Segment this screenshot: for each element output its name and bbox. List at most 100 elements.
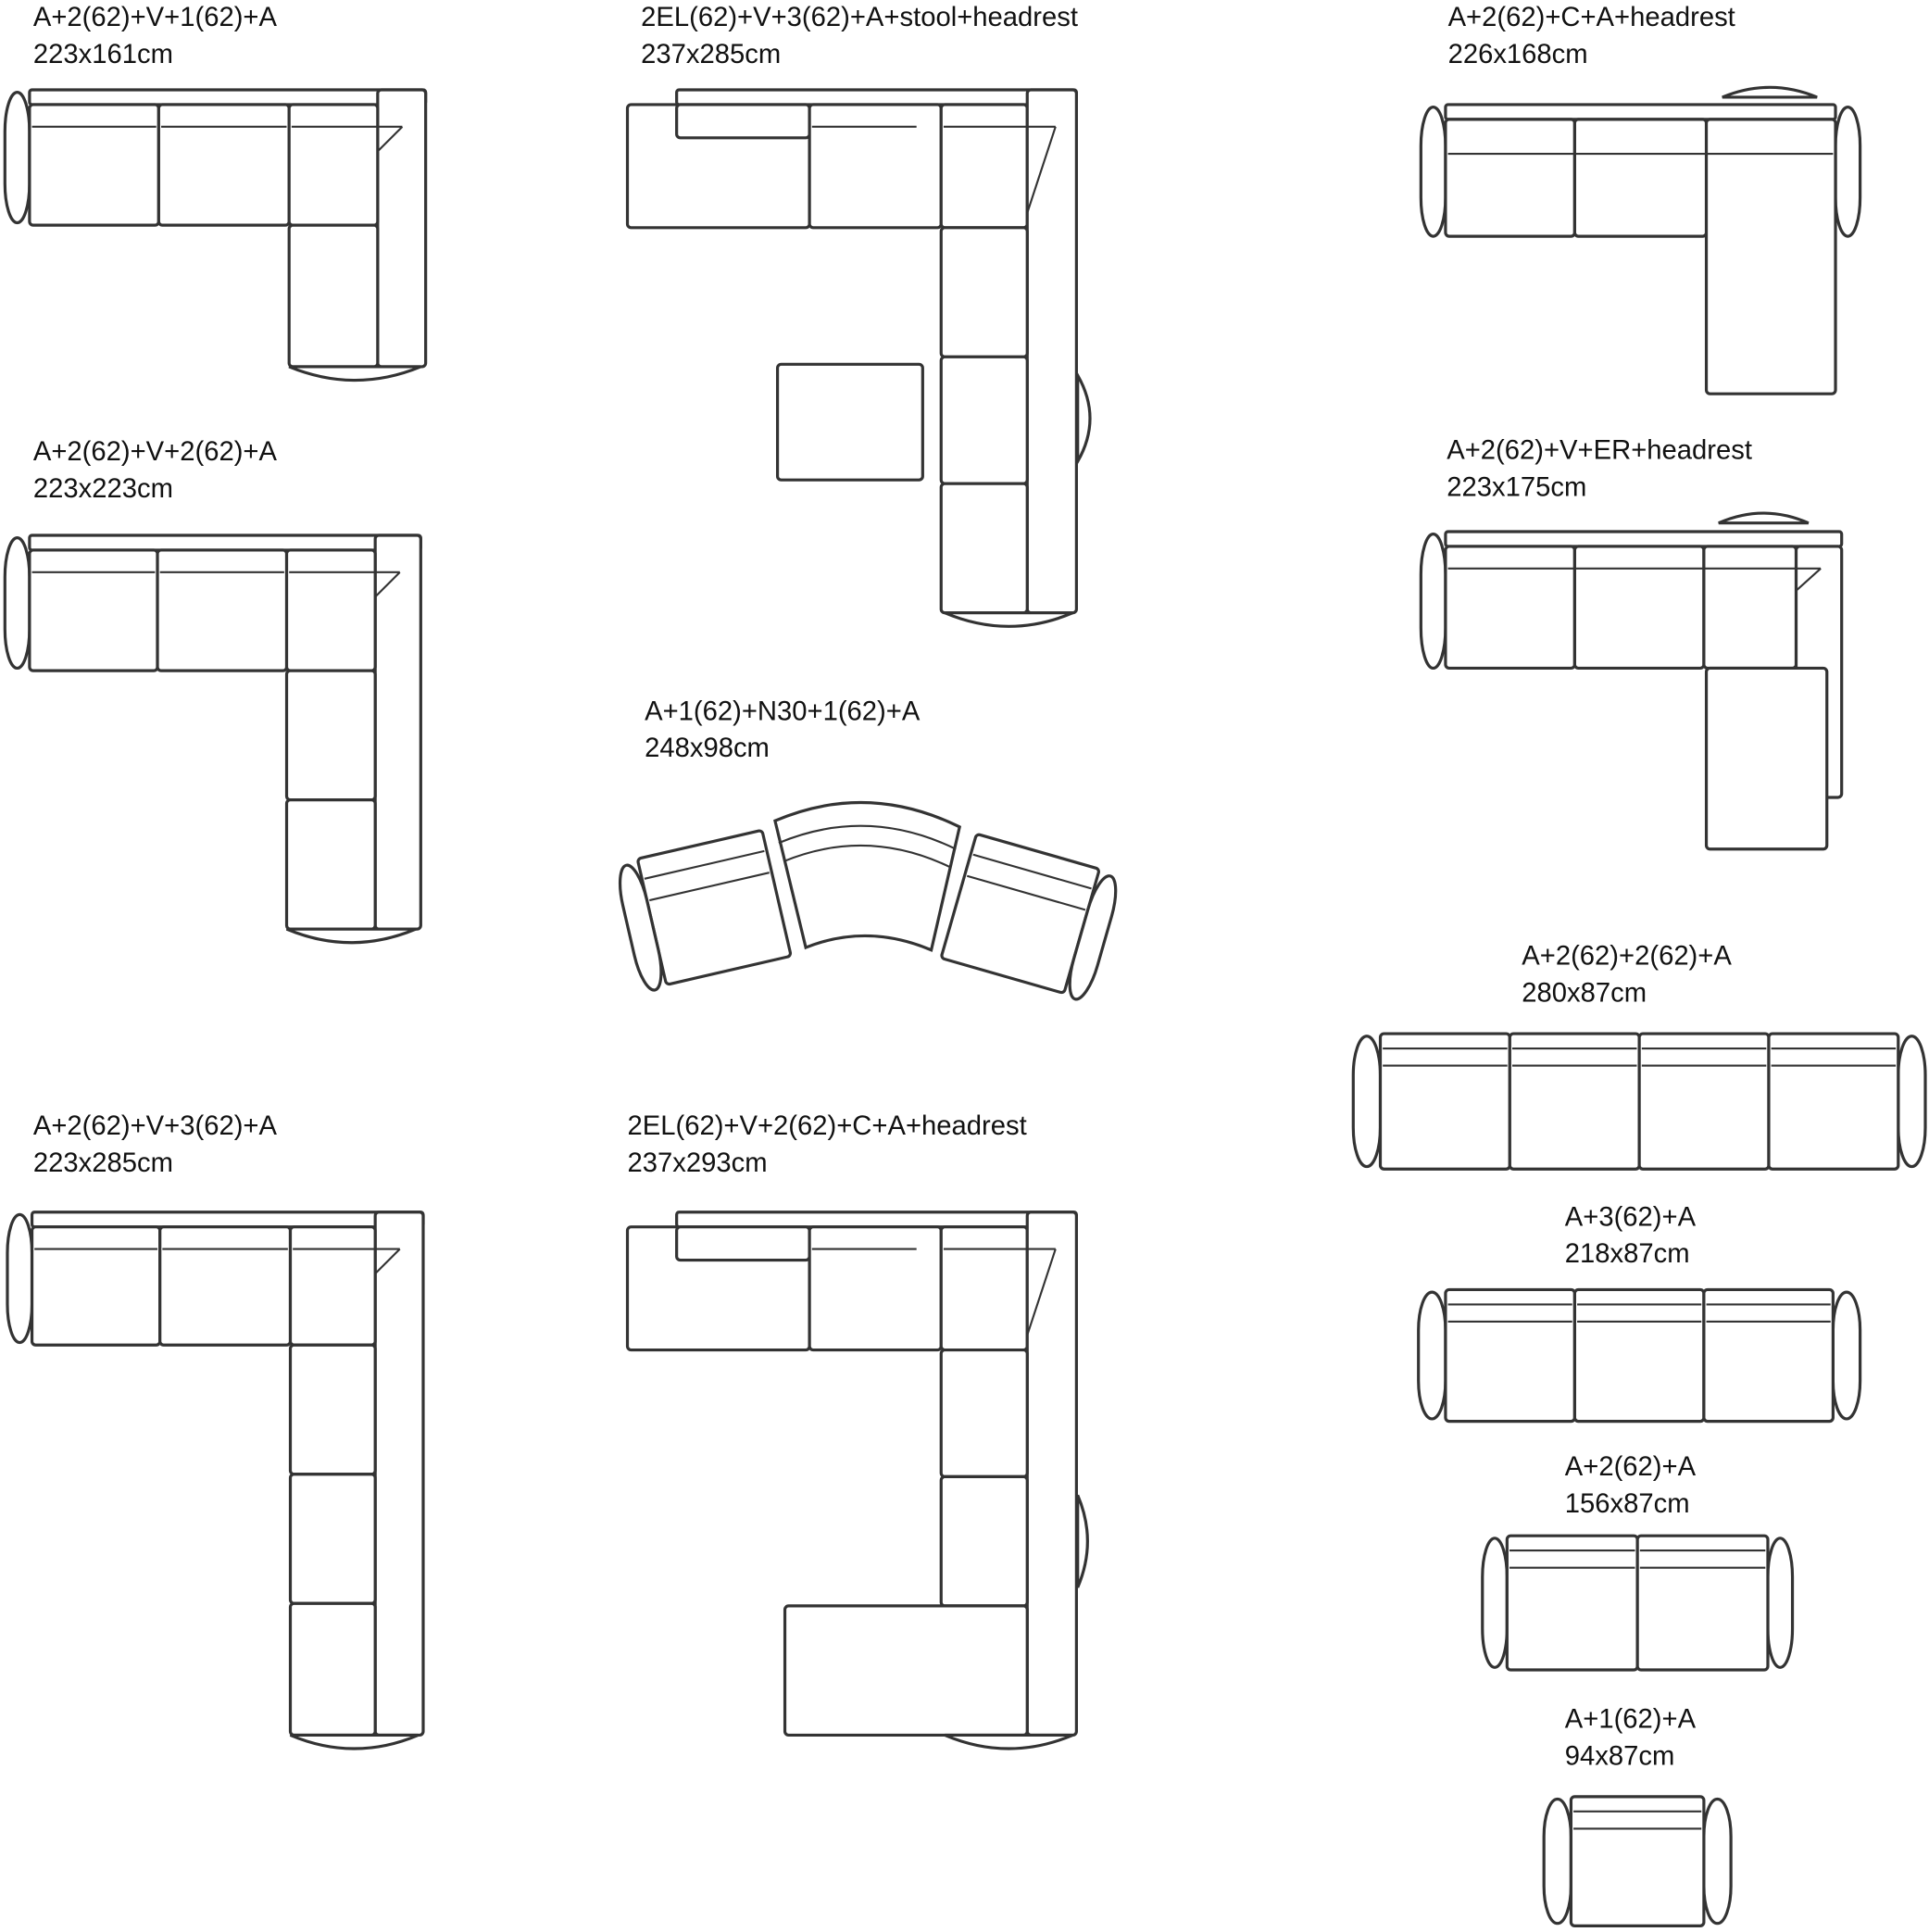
back-strip <box>28 533 422 552</box>
config-size: 226x168cm <box>1448 40 1588 69</box>
cushion-line <box>783 844 952 869</box>
seat-module <box>939 482 1029 615</box>
headrest <box>1076 370 1092 468</box>
seat-module <box>1572 118 1709 238</box>
seat-module <box>158 1225 293 1347</box>
armrest <box>618 863 663 992</box>
back-strip-vertical <box>373 1211 425 1738</box>
headrest <box>1722 85 1818 99</box>
sofa-a2a <box>1481 1534 1795 1672</box>
seat-module <box>284 548 377 672</box>
back-strip-vertical <box>1025 88 1078 615</box>
sofa-2el-v2-c <box>625 1211 1089 1750</box>
armrest <box>1831 1290 1862 1421</box>
config-name: A+1(62)+A <box>1565 1704 1697 1734</box>
seat-module <box>1444 1287 1577 1424</box>
seat-module <box>1572 1287 1706 1424</box>
seat-module <box>288 1343 377 1476</box>
armrest <box>1542 1797 1573 1926</box>
back-strip <box>30 1211 425 1229</box>
seat-module <box>939 1474 1029 1608</box>
cushion-line <box>644 849 765 880</box>
config-name: A+2(62)+V+3(62)+A <box>33 1111 278 1141</box>
back-strip <box>28 88 428 107</box>
config-name: A+2(62)+V+2(62)+A <box>33 437 278 467</box>
label-a1a: A+1(62)+A 94x87cm <box>1565 1704 1697 1771</box>
seat-module <box>157 103 291 227</box>
armrest <box>288 365 421 383</box>
config-size: 156x87cm <box>1565 1489 1690 1519</box>
cushion-line <box>649 872 770 902</box>
config-size: 223x161cm <box>33 40 173 69</box>
seat-module <box>1508 1032 1641 1171</box>
config-size: 223x285cm <box>33 1148 173 1178</box>
seat-module <box>287 103 380 227</box>
sofa-drawings <box>3 85 1927 1927</box>
seat-module <box>808 1225 943 1352</box>
sofa-a2ca <box>1419 85 1862 395</box>
config-name: A+2(62)+C+A+headrest <box>1448 3 1735 32</box>
label-2el-v3-stool: 2EL(62)+V+3(62)+A+stool+headrest 237x285c… <box>641 3 1078 69</box>
seat-module <box>287 223 380 369</box>
label-a2v1a: A+2(62)+V+1(62)+A 223x161cm <box>33 3 278 69</box>
config-name: 2EL(62)+V+3(62)+A+stool+headrest <box>641 3 1078 32</box>
config-size: 218x87cm <box>1565 1239 1690 1269</box>
back-cushion <box>675 1225 811 1262</box>
back-strip <box>1444 103 1837 121</box>
cushion-line <box>377 126 404 153</box>
sofa-a22a <box>1351 1032 1927 1171</box>
center-module <box>773 800 962 952</box>
config-size: 237x285cm <box>641 40 781 69</box>
seat-module <box>1569 1795 1706 1927</box>
armrest <box>1834 105 1862 238</box>
config-name: A+1(62)+N30+1(62)+A <box>645 696 921 726</box>
back-strip-vertical <box>376 88 428 369</box>
armrest <box>285 927 417 945</box>
armrest <box>1351 1035 1383 1169</box>
config-name: A+2(62)+V+ER+headrest <box>1447 436 1752 466</box>
armrest <box>3 536 31 671</box>
label-a2v-er: A+2(62)+V+ER+headrest 223x175cm <box>1447 436 1752 503</box>
config-name: A+2(62)+V+1(62)+A <box>33 3 278 32</box>
armrest <box>1419 533 1447 671</box>
config-size: 223x175cm <box>1447 472 1586 502</box>
armrest <box>1417 1290 1447 1421</box>
seat-module <box>939 355 1029 485</box>
seat-module <box>1444 118 1577 238</box>
seat-module <box>1505 1534 1639 1672</box>
config-size: 94x87cm <box>1565 1741 1675 1771</box>
sofa-a2v-er <box>1419 511 1844 851</box>
config-size: 248x98cm <box>645 734 770 763</box>
sofa-a1a <box>1542 1795 1733 1927</box>
cushion-line <box>778 824 957 850</box>
chaise-module <box>783 1604 1029 1738</box>
label-a2v3a: A+2(62)+V+3(62)+A 223x285cm <box>33 1111 278 1178</box>
armrest <box>1702 1797 1733 1926</box>
cushion-line <box>1795 568 1822 592</box>
corner-module <box>1702 545 1798 671</box>
seat-module <box>288 1225 377 1347</box>
label-a2a: A+2(62)+A 156x87cm <box>1565 1452 1697 1519</box>
seat-module <box>156 548 289 672</box>
seat-module <box>939 226 1029 358</box>
back-strip <box>675 88 1078 107</box>
config-name: A+2(62)+A <box>1565 1452 1697 1482</box>
config-size: 280x87cm <box>1522 979 1647 1009</box>
sofa-n30 <box>618 800 1118 1001</box>
headrest <box>1718 511 1810 525</box>
stool <box>775 362 924 482</box>
seat-module <box>1637 1032 1771 1171</box>
seat-module <box>28 103 160 227</box>
cushion-line <box>374 571 401 598</box>
config-size: 223x223cm <box>33 474 173 504</box>
armrest <box>1419 105 1447 238</box>
seat-module <box>1704 666 1829 851</box>
corner-module <box>939 1225 1029 1352</box>
config-name: A+3(62)+A <box>1565 1202 1697 1232</box>
seat-module <box>808 103 943 230</box>
sofa-a2v2a <box>3 533 422 945</box>
cushion-line <box>1026 126 1057 214</box>
config-size: 237x293cm <box>628 1148 768 1178</box>
